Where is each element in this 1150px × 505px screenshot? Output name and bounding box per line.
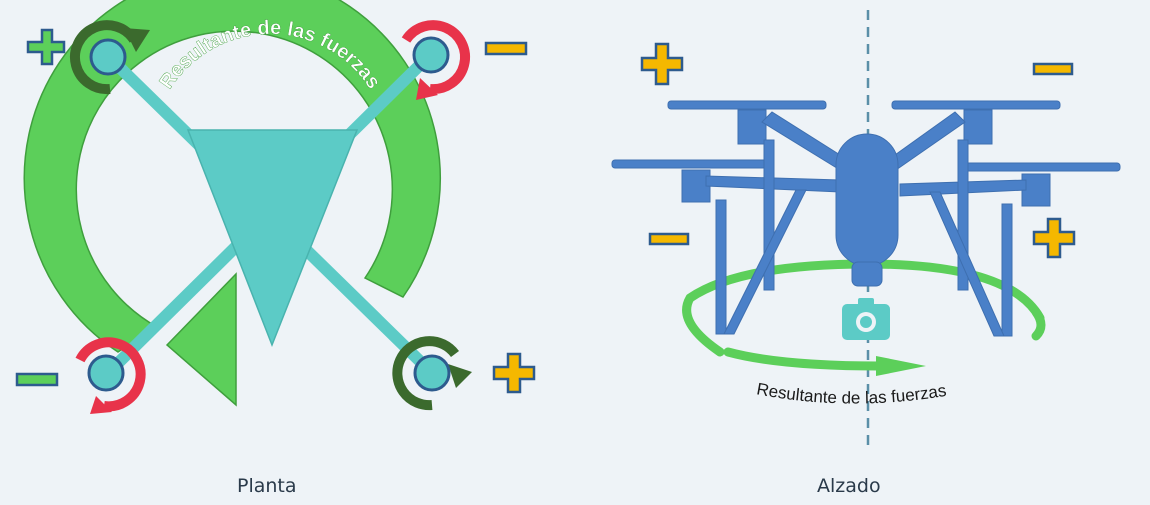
plan-sign-bottom-left	[15, 372, 59, 387]
drone-body	[835, 133, 899, 267]
resultant-ring-back	[682, 259, 1045, 357]
plus-icon	[492, 352, 536, 394]
motor-bottom-left	[75, 337, 146, 414]
resultant-ring-front	[723, 347, 885, 371]
minus-icon	[484, 41, 528, 56]
motor-top-left	[70, 20, 150, 95]
ring-arrowhead	[876, 356, 926, 376]
resultant-arrowhead	[165, 272, 237, 407]
drone	[611, 100, 1121, 337]
propeller-front-left	[611, 159, 773, 169]
camera-icon	[842, 298, 890, 340]
minus-icon	[648, 232, 690, 246]
minus-icon	[1032, 62, 1074, 76]
plan-view: Resultante de las fuerzas	[15, 0, 536, 414]
minus-icon	[15, 372, 59, 387]
plus-icon	[26, 28, 66, 66]
elevation-sign-mid-right	[1032, 217, 1076, 259]
plan-caption: Planta	[237, 475, 297, 497]
propeller-top-right	[891, 100, 1061, 110]
gimbal	[851, 261, 883, 287]
plus-icon	[1032, 217, 1076, 259]
motor-hub-front-right	[1021, 173, 1051, 207]
elevation-sign-top-left	[640, 42, 684, 86]
leg-strut	[763, 139, 775, 291]
elevation-ring-label: Resultante de las fuerzas	[755, 379, 947, 407]
gear-slant	[723, 189, 807, 335]
arm-back-right	[887, 111, 966, 171]
leg-strut	[957, 139, 969, 291]
motor-hub-front-left	[681, 169, 711, 203]
plan-sign-top-left	[26, 28, 66, 66]
elevation-sign-top-right	[1032, 62, 1074, 76]
motor-top-right	[401, 20, 470, 100]
plus-icon	[640, 42, 684, 86]
plan-body-triangle	[186, 129, 359, 348]
propeller-top-left	[667, 100, 827, 110]
leg-strut	[715, 199, 727, 335]
motor-hub-top-right	[963, 109, 993, 145]
elevation-caption: Alzado	[817, 475, 881, 497]
plan-sign-top-right	[484, 41, 528, 56]
rotation-cw-icon	[70, 20, 139, 95]
elevation-view: Resultante de las fuerzas	[611, 10, 1121, 448]
gear-slant	[929, 191, 1005, 337]
leg-strut	[1001, 203, 1013, 337]
arm-back-left	[761, 111, 849, 171]
rotation-ccw-icon	[401, 20, 470, 95]
motor-bottom-right	[392, 336, 472, 411]
rotation-cw-icon	[392, 336, 460, 411]
elevation-sign-mid-left	[648, 232, 690, 246]
motor-hub-top-left	[737, 109, 767, 145]
propeller-front-right	[959, 162, 1121, 172]
rotation-ccw-icon	[75, 337, 146, 412]
plan-sign-bottom-right	[492, 352, 536, 394]
